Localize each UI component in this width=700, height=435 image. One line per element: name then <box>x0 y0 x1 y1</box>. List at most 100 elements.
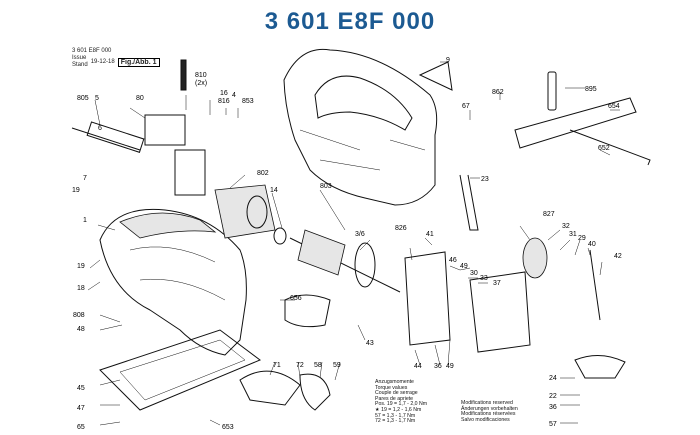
label-57: 57 <box>549 421 557 428</box>
label-23: 23 <box>481 176 489 183</box>
label-803: 803 <box>320 183 332 190</box>
label-37: 37 <box>493 280 501 287</box>
chip-guard-656 <box>284 294 331 328</box>
housing-left-grip <box>119 212 217 239</box>
label-58: 58 <box>314 362 322 369</box>
fan-wheel <box>354 242 376 288</box>
allen-key-895 <box>547 71 557 111</box>
label-1: 1 <box>83 217 87 224</box>
label-36: 36 <box>434 363 442 370</box>
label-80: 80 <box>136 95 144 102</box>
gear-housing <box>404 251 451 346</box>
header-id: 3 601 E8F 000 <box>72 48 112 54</box>
label-895: 895 <box>585 86 597 93</box>
wedge-9 <box>418 61 453 91</box>
label-6: 6 <box>98 125 102 132</box>
label-654: 654 <box>608 103 620 110</box>
leader-lines <box>87 61 620 426</box>
label-16: 16 <box>220 90 228 97</box>
label-4: 4 <box>232 92 236 99</box>
bearing-14 <box>273 227 287 245</box>
label-40: 40 <box>588 241 596 248</box>
torque-note-de: Anzugsmomente <box>375 379 414 385</box>
label-72: 72 <box>296 362 304 369</box>
label-810-qty: (2x) <box>195 80 207 87</box>
label-3-6: 3/6 <box>355 231 365 238</box>
power-cable <box>71 127 141 151</box>
cable-sleeve <box>86 121 145 153</box>
label-826: 826 <box>395 225 407 232</box>
label-71: 71 <box>273 362 281 369</box>
field-coil <box>214 184 276 239</box>
torque-value-19: Pos. 19 = 1,7 - 2,0 Nm <box>375 401 428 408</box>
label-33: 33 <box>480 275 488 282</box>
lever-72 <box>239 370 301 406</box>
modification-notes: Modifications reserved Änderungen vorbeh… <box>461 400 518 423</box>
saw-blade-guard-24 <box>574 355 626 379</box>
label-7: 7 <box>83 175 87 182</box>
label-19: 19 <box>77 263 85 270</box>
torque-notes: Anzugsmomente Torque values Couple de se… <box>375 379 428 425</box>
drawing-header: 3 601 E8F 000 Issue Stand 19-12-18 Fig./… <box>72 48 160 69</box>
torque-value-57: 57 = 1,3 - 1,7 Nm <box>375 412 416 419</box>
figure-label: Fig./Abb. 1 <box>117 57 160 67</box>
document-number: 3 601 E8F 000 <box>264 8 436 35</box>
label-653: 653 <box>222 424 234 431</box>
label-816: 816 <box>218 98 230 105</box>
modification-note-es: Salvo modificaciones <box>461 416 510 423</box>
housing-right-half <box>283 48 438 206</box>
armature-body <box>297 229 346 276</box>
label-19-star: 19 <box>72 187 80 194</box>
stand-label: Stand <box>72 62 88 68</box>
label-49: 49 <box>446 363 454 370</box>
label-808: 808 <box>73 312 85 319</box>
label-802: 802 <box>257 170 269 177</box>
label-31: 31 <box>569 231 577 238</box>
label-67: 67 <box>462 103 470 110</box>
label-853: 853 <box>242 98 254 105</box>
modification-note-de: Änderungen vorbehalten <box>461 405 518 412</box>
label-22: 22 <box>549 393 557 400</box>
modification-note-fr: Modifications réservées <box>461 411 516 418</box>
label-14: 14 <box>270 187 278 194</box>
label-862: 862 <box>492 89 504 96</box>
label-47: 47 <box>77 405 85 412</box>
label-42: 42 <box>614 253 622 260</box>
blade-holder-59 <box>299 373 331 411</box>
housing-left-inner <box>129 246 226 301</box>
label-805: 805 <box>77 95 89 102</box>
plunger-rod <box>589 249 601 321</box>
base-plate-inner <box>119 339 246 401</box>
modification-note-en: Modifications reserved <box>461 400 513 406</box>
switch-assembly <box>144 114 186 146</box>
base-plate <box>99 329 261 411</box>
label-827: 827 <box>543 211 555 218</box>
label-656: 656 <box>290 295 302 302</box>
label-5: 5 <box>95 95 99 102</box>
housing-left-half <box>99 208 247 356</box>
label-18: 18 <box>77 285 85 292</box>
label-41: 41 <box>426 231 434 238</box>
spring-810 <box>180 59 187 91</box>
label-45: 45 <box>77 385 85 392</box>
label-36-lower: 36 <box>549 404 557 411</box>
label-24: 24 <box>549 375 557 382</box>
label-46: 46 <box>449 257 457 264</box>
hex-key-652 <box>569 129 651 166</box>
label-43: 43 <box>366 340 374 347</box>
label-49-upper: 49 <box>460 263 468 270</box>
torque-note-en: Torque values <box>375 384 408 391</box>
label-810: 810 <box>195 72 207 79</box>
guide-plate-37 <box>469 271 531 353</box>
torque-value-19-star: ★ 19 = 1,2 - 1,6 Nm <box>375 406 422 413</box>
header-date: 19-12-18 <box>90 58 115 65</box>
label-32: 32 <box>562 223 570 230</box>
label-48: 48 <box>77 326 85 333</box>
label-59: 59 <box>333 362 341 369</box>
label-30: 30 <box>470 270 478 277</box>
clip-23 <box>459 174 479 231</box>
label-29: 29 <box>578 235 586 242</box>
torque-value-72: 72 = 1,3 - 1,7 Nm <box>375 418 416 425</box>
label-44: 44 <box>414 363 422 370</box>
